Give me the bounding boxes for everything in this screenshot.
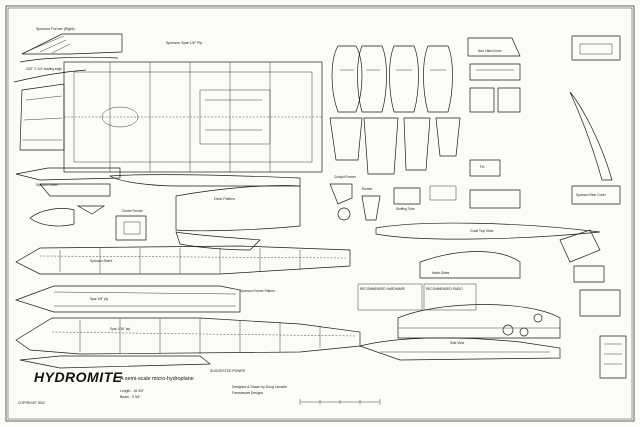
plan-subtitle: A semi-scale micro-hydroplane <box>120 376 194 382</box>
spec-beam: Beam - 9 3/4" <box>120 395 141 399</box>
scale-bar <box>299 399 381 405</box>
sponson-side-profile-top <box>13 33 123 83</box>
right-column-parts <box>569 35 627 379</box>
label-sponson-sheet: Sponson Sheet <box>36 183 58 187</box>
rudder-and-fittings <box>329 183 457 221</box>
hull-label-3: Spar 1/16" ply <box>110 327 130 331</box>
hull-side-profile-lower-1 <box>15 245 351 275</box>
label-cowl-top-view: Cowl Top View <box>470 229 494 233</box>
plan-title: HYDROMITE <box>34 369 123 385</box>
hull-label-4: Sponson Former Pattern <box>240 289 275 293</box>
hull-side-profile-lower-3 <box>15 317 361 369</box>
design-credit-1: Designed & Drawn by Doug Lemaire <box>232 385 287 389</box>
note-suggested-power: SUGGESTED POWER <box>210 369 246 373</box>
propeller-parts <box>502 313 543 337</box>
label-nav-hatch: Nav. Hatch Inner <box>478 49 503 53</box>
small-parts-left <box>29 205 147 241</box>
label-hatch-sides: Hatch Sides <box>432 271 450 275</box>
label-fin: Fin <box>480 165 485 169</box>
label-rudder: Rudder <box>362 187 373 191</box>
sponson-side-shapes <box>329 117 461 175</box>
label-spar: Sponson Spar 1/8" Ply <box>166 41 202 45</box>
copyright-text: COPYRIGHT 2002 <box>18 401 45 405</box>
fin-shape <box>559 229 601 263</box>
note-radio: RECOMMENDED RADIO <box>426 287 463 291</box>
hull-label-2: Spar 1/8" ply <box>90 297 109 301</box>
note-hardware: RECOMMENDED HARDWARE <box>360 287 405 291</box>
label-centre-former: Centre Former <box>122 209 144 213</box>
hull-label-1: Sponson Sheet <box>90 259 112 263</box>
hull-frame-top-view <box>19 61 323 173</box>
hull-bottom-view <box>358 337 561 361</box>
cowl-top-view <box>375 222 601 240</box>
sheet-inner-border <box>7 7 633 420</box>
sponson-top-shapes <box>331 45 453 113</box>
hull-side-profile-upper <box>15 167 301 197</box>
label-sponson-former: Sponson Former (Right) <box>36 27 75 31</box>
design-credit-2: Farnstewart Designs <box>232 391 263 395</box>
sheet-border <box>5 5 635 422</box>
label-leading-edge: 3/32" X 1/4" leading edge <box>26 67 62 71</box>
label-cockpit: Cockpit Former <box>334 175 357 179</box>
spec-length: Length - 16 3/4" <box>120 389 145 393</box>
cowl-side-view <box>397 251 561 339</box>
center-right-parts <box>467 37 521 209</box>
label-stern-roof: Sponson Rear Cover <box>576 193 607 197</box>
label-deck-pattern: Deck Pattern <box>214 197 235 201</box>
hull-side-profile-lower-2 <box>14 285 241 313</box>
hardware-notes-block: RECOMMENDED HARDWARE RECOMMENDED RADIO <box>357 283 477 311</box>
label-side-view: Side View <box>450 341 465 345</box>
label-stuffing-tube: Stuffing Tube <box>396 207 415 211</box>
deck-pattern-shape <box>175 185 301 251</box>
